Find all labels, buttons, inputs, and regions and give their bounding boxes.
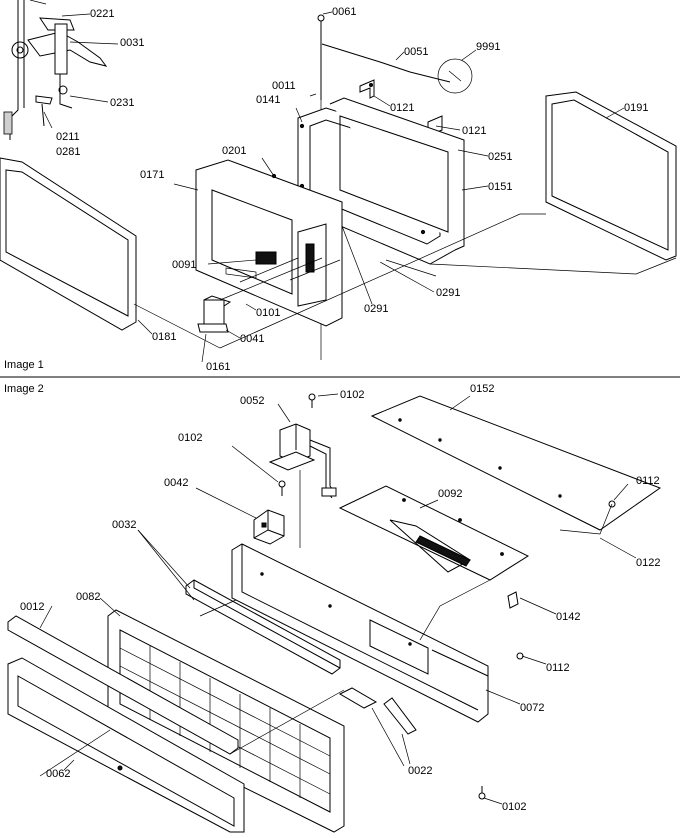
part-labels-2: 0052 0102 0152 0102 0042 0092 0112 0032 … [20, 383, 660, 813]
label-0102-c: 0102 [502, 801, 526, 813]
label-0032: 0032 [112, 519, 136, 531]
label-0231: 0231 [110, 97, 134, 109]
leader-lines-2 [39, 393, 637, 805]
label-0152: 0152 [470, 383, 494, 395]
label-0112-b: 0112 [546, 662, 570, 674]
glass-panel-left [0, 157, 137, 331]
label-0121-a: 0121 [390, 102, 414, 114]
cover-plate [370, 395, 662, 531]
label-0102-a: 0102 [340, 389, 364, 401]
label-9991: 9991 [476, 41, 500, 53]
switch-assembly [197, 295, 232, 333]
trim-frame [7, 615, 239, 755]
label-0251: 0251 [488, 151, 512, 163]
label-0072: 0072 [520, 702, 544, 714]
label-0042: 0042 [164, 477, 188, 489]
panel-1-label: Image 1 [4, 359, 44, 371]
label-0112-a: 0112 [636, 475, 660, 487]
label-0221: 0221 [90, 8, 114, 20]
label-0151: 0151 [488, 181, 512, 193]
part-labels-1: 0221 0031 0231 0211 0281 0061 0051 9991 … [56, 6, 648, 373]
screws-0102 [278, 393, 486, 800]
panel-image-2: Image 2 [4, 383, 662, 833]
label-0121-b: 0121 [462, 125, 486, 137]
panel-2-label: Image 2 [4, 383, 44, 395]
label-0031: 0031 [120, 37, 144, 49]
label-0022: 0022 [408, 765, 432, 777]
label-0181: 0181 [152, 331, 176, 343]
label-0122: 0122 [636, 557, 660, 569]
label-0012: 0012 [20, 601, 44, 613]
label-0191: 0191 [624, 102, 648, 114]
label-0291-b: 0291 [364, 303, 388, 315]
screws-0112-0142 [507, 500, 616, 660]
label-0291-a: 0291 [436, 287, 460, 299]
label-0051: 0051 [404, 46, 428, 58]
chassis [231, 543, 489, 723]
glass-panel-right [545, 91, 677, 261]
label-0061: 0061 [332, 6, 356, 18]
label-0281: 0281 [56, 146, 80, 158]
label-0211: 0211 [56, 131, 80, 143]
label-0041: 0041 [240, 333, 264, 345]
label-0011: 0011 [272, 80, 296, 92]
label-0062: 0062 [46, 768, 70, 780]
control-board [338, 485, 530, 581]
trim-strips [185, 579, 341, 675]
label-0101: 0101 [256, 307, 280, 319]
assembly-guides [133, 213, 677, 349]
transformer [268, 423, 337, 499]
label-0102-b: 0102 [178, 432, 202, 444]
relay [253, 509, 285, 545]
leader-lines-1 [43, 11, 625, 363]
hinge-assembly [3, 0, 108, 140]
label-0201: 0201 [222, 145, 246, 157]
label-0092: 0092 [438, 488, 462, 500]
feet [338, 687, 417, 735]
assembly-guides-2 [39, 470, 613, 777]
label-0052: 0052 [240, 395, 264, 407]
control-panel [195, 159, 343, 327]
label-0091: 0091 [172, 259, 196, 271]
label-0171: 0171 [140, 169, 164, 181]
panel-image-1: 0221 0031 0231 0211 0281 0061 0051 9991 … [0, 0, 677, 373]
label-0082: 0082 [76, 591, 100, 603]
display-frame [297, 97, 465, 265]
label-0141: 0141 [256, 94, 280, 106]
bezel [7, 657, 245, 833]
label-0161: 0161 [206, 361, 230, 373]
label-0142: 0142 [556, 611, 580, 623]
